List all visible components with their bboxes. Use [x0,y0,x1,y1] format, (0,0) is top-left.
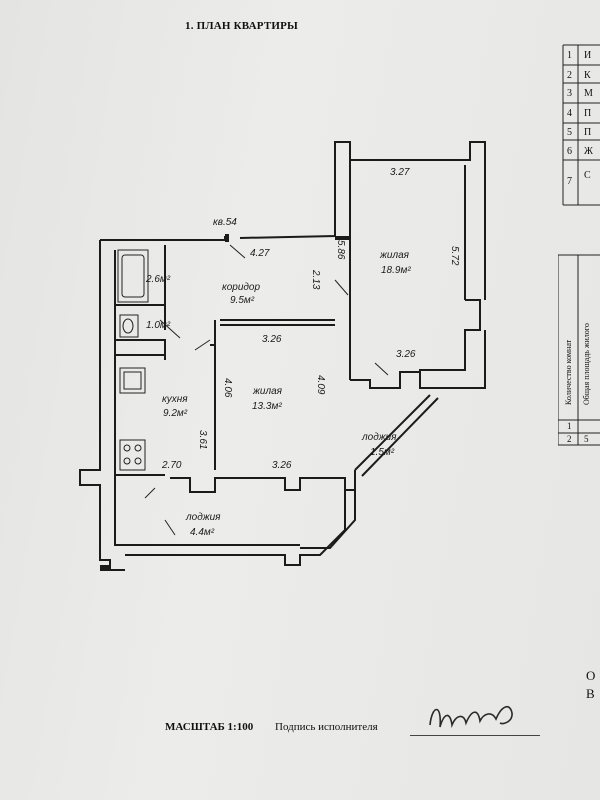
table-count-row-number: 2 [567,434,572,444]
table-row-number: 2 [567,70,572,81]
table-row-text: И [584,50,592,61]
stove-icon [119,439,146,471]
apartment-label: кв.54 [213,217,237,228]
table-count-row-value: 5 [584,434,589,444]
table-row-text: К [584,70,591,81]
signature-line [410,735,540,736]
scale-label: МАСШТАБ 1:100 [165,721,254,733]
table-row-text: Ж [584,146,593,157]
table-row-number: 6 [567,146,572,157]
bathtub-icon [117,249,149,303]
sink-icon [119,367,146,394]
dim-corridor-right: 2.13 [310,269,321,290]
room-name-loggia2: лоджия [185,512,221,523]
room-area-loggia1: 1.5м² [370,447,395,458]
toilet-icon [119,314,139,338]
table-row-number: 7 [567,176,572,187]
table-row-number: 5 [567,127,572,138]
dim-kitchen-right: 3.61 [197,430,208,449]
table-row-text: С [584,170,591,181]
signature-label: Подпись исполнителя [275,721,378,733]
edge-text: В [586,686,595,701]
signature-scribble [429,706,513,729]
room-name-corridor: коридор [222,282,260,293]
dim-living2-bottom: 3.26 [272,460,292,471]
table-row-text: П [584,108,592,119]
table-count-row-number: 1 [567,421,572,431]
room-area-corridor: 9.5м² [230,295,255,306]
table-row-text: П [584,127,592,138]
dim-corridor-top: 4.27 [250,248,270,259]
room-area-loggia2: 4.4м² [190,527,215,538]
dim-kitchen-bottom: 2.70 [161,460,182,471]
table-col-head: Количество комнат [564,339,573,405]
dim-room1-left: 5.86 [335,240,346,260]
edge-text: О [586,668,596,683]
room-area-living1: 18.9м² [381,265,411,276]
adjacent-page-strip: 1 2 3 4 5 6 7 И К М П П Ж С Количество к… [558,0,600,800]
room-area-living2: 13.3м² [252,401,282,412]
dim-room1-right: 5.72 [449,246,460,266]
dim-living2-top: 3.26 [262,334,282,345]
room-name-living2: жилая [252,386,283,397]
dim-living2-right: 4.09 [315,375,326,395]
room-area-bath: 2.6м² [145,274,171,285]
room-name-living1: жилая [379,250,410,261]
table-grid [558,44,600,446]
page-title: 1. ПЛАН КВАРТИРЫ [185,20,299,32]
table-col-head: Общая площадь жилого [582,323,591,405]
table-row-number: 4 [567,108,572,119]
table-row-text: М [584,88,593,99]
room-area-wc: 1.0м² [146,320,171,331]
room-name-kitchen: кухня [162,394,188,405]
dim-room1-bottom: 3.26 [396,349,416,360]
table-row-number: 1 [567,50,572,61]
room-name-loggia1: лоджия [361,432,397,443]
table-row-number: 3 [567,88,572,99]
room-area-kitchen: 9.2м² [163,408,188,419]
dim-room1-top: 3.27 [390,167,410,178]
dim-living2-left: 4.06 [222,378,233,398]
